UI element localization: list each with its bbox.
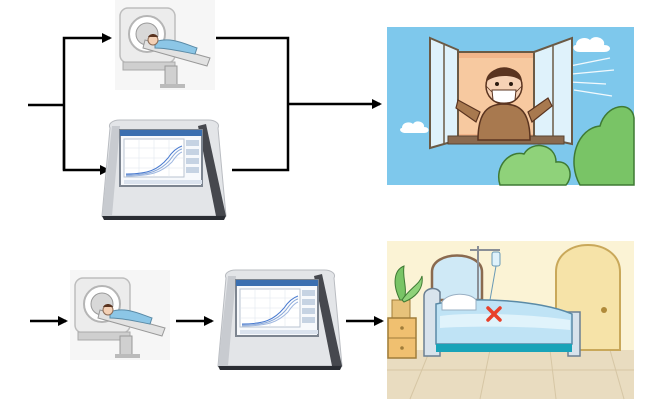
- child-window-icon: [387, 27, 635, 186]
- ct-scanner-icon: [69, 269, 171, 361]
- pcr-machine-icon: [217, 269, 343, 371]
- top-pathway: [28, 0, 635, 221]
- top-merge-line-upper: [216, 36, 290, 104]
- bottom-pathway: [30, 241, 634, 400]
- top-arrow-to-ct: [62, 33, 112, 170]
- top-arrow-to-pcr: [62, 140, 110, 175]
- ct-scanner-icon: [114, 0, 216, 91]
- pcr-machine-icon: [101, 119, 227, 221]
- hospital-bed-icon: [387, 241, 634, 400]
- top-merge-line-lower: [232, 104, 290, 172]
- red-x-icon: [486, 306, 502, 322]
